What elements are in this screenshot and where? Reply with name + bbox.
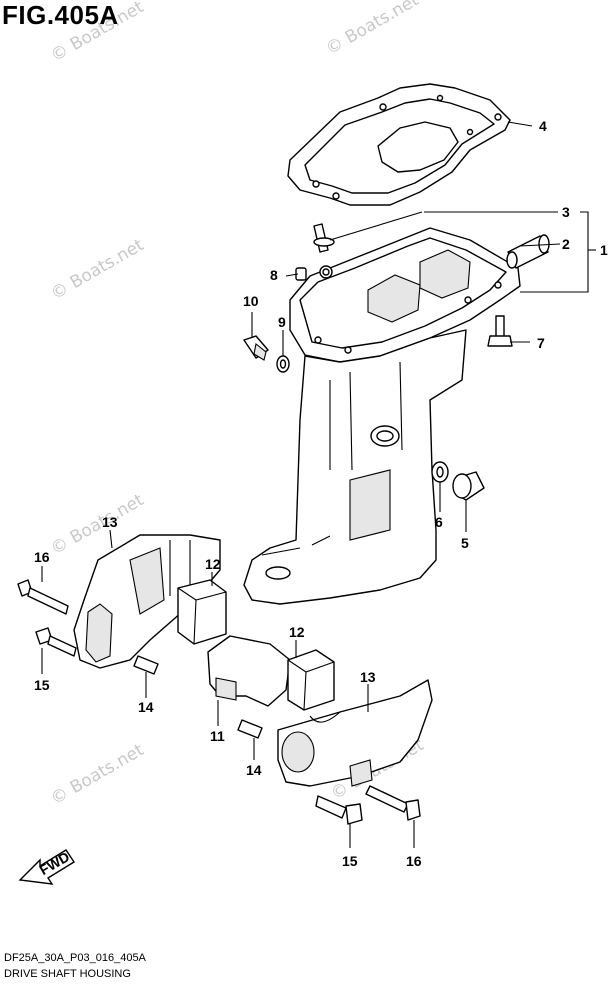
callout-10: 10: [243, 293, 259, 309]
pin-part-3: [313, 211, 423, 253]
pin-part-14-upper: [133, 655, 159, 675]
callout-15-lower: 15: [342, 853, 358, 869]
callout-16-upper: 16: [34, 549, 50, 565]
callout-11: 11: [210, 728, 225, 744]
bolt-part-16-upper: [17, 579, 69, 615]
fwd-arrow-icon: FWD: [18, 848, 75, 885]
callout-4: 4: [539, 118, 547, 134]
callout-16-lower: 16: [406, 853, 422, 869]
watermark-2: © Boats.net: [323, 0, 423, 59]
bolt-part-15-lower: [315, 795, 363, 825]
callout-8: 8: [270, 267, 278, 283]
bracket-part-11: [207, 635, 291, 707]
callout-14-upper: 14: [138, 699, 154, 715]
diagram-code: DF25A_30A_P03_016_405A: [4, 952, 146, 964]
bolt-part-16-lower: [365, 785, 421, 821]
mount-cover-part-13-upper: [73, 534, 221, 669]
plug-part-5: [452, 471, 485, 501]
watermark-6: © Boats.net: [48, 740, 148, 809]
callout-12-lower: 12: [289, 624, 305, 640]
callout-5: 5: [461, 535, 469, 551]
callouts: 4 3 2 1 8 10 9 7 6 5 13 16 12 15 14 12 1…: [34, 118, 608, 869]
washer-part-6: [431, 461, 449, 483]
washer-part-9: [276, 355, 290, 373]
mount-cover-part-13-lower: [277, 679, 433, 787]
callout-12-upper: 12: [205, 556, 221, 572]
rubber-mount-part-12-upper: [177, 579, 227, 645]
drive-shaft-housing-part-1: [243, 227, 521, 605]
callout-15-upper: 15: [34, 677, 50, 693]
callout-7: 7: [537, 335, 545, 351]
watermark-3: © Boats.net: [48, 235, 148, 304]
callout-13-lower: 13: [360, 669, 376, 685]
callout-9: 9: [278, 314, 286, 330]
callout-14-lower: 14: [246, 762, 262, 778]
rubber-mount-part-12-lower: [287, 649, 335, 711]
figure-title: FIG.405A: [2, 0, 119, 30]
callout-3: 3: [562, 204, 570, 220]
bolt-part-7: [487, 315, 513, 347]
callout-2: 2: [562, 236, 570, 252]
leader-lines: [41, 121, 596, 848]
diagram-caption: DRIVE SHAFT HOUSING: [4, 968, 131, 980]
plug-part-2: [506, 234, 550, 269]
callout-13-upper: 13: [102, 514, 118, 530]
gasket-part-4: [287, 83, 511, 206]
bolt-part-15-upper: [35, 627, 77, 657]
bolt-part-10: [243, 335, 269, 361]
callout-6: 6: [435, 514, 443, 530]
pin-part-14-lower: [237, 719, 263, 739]
callout-1: 1: [600, 242, 608, 258]
